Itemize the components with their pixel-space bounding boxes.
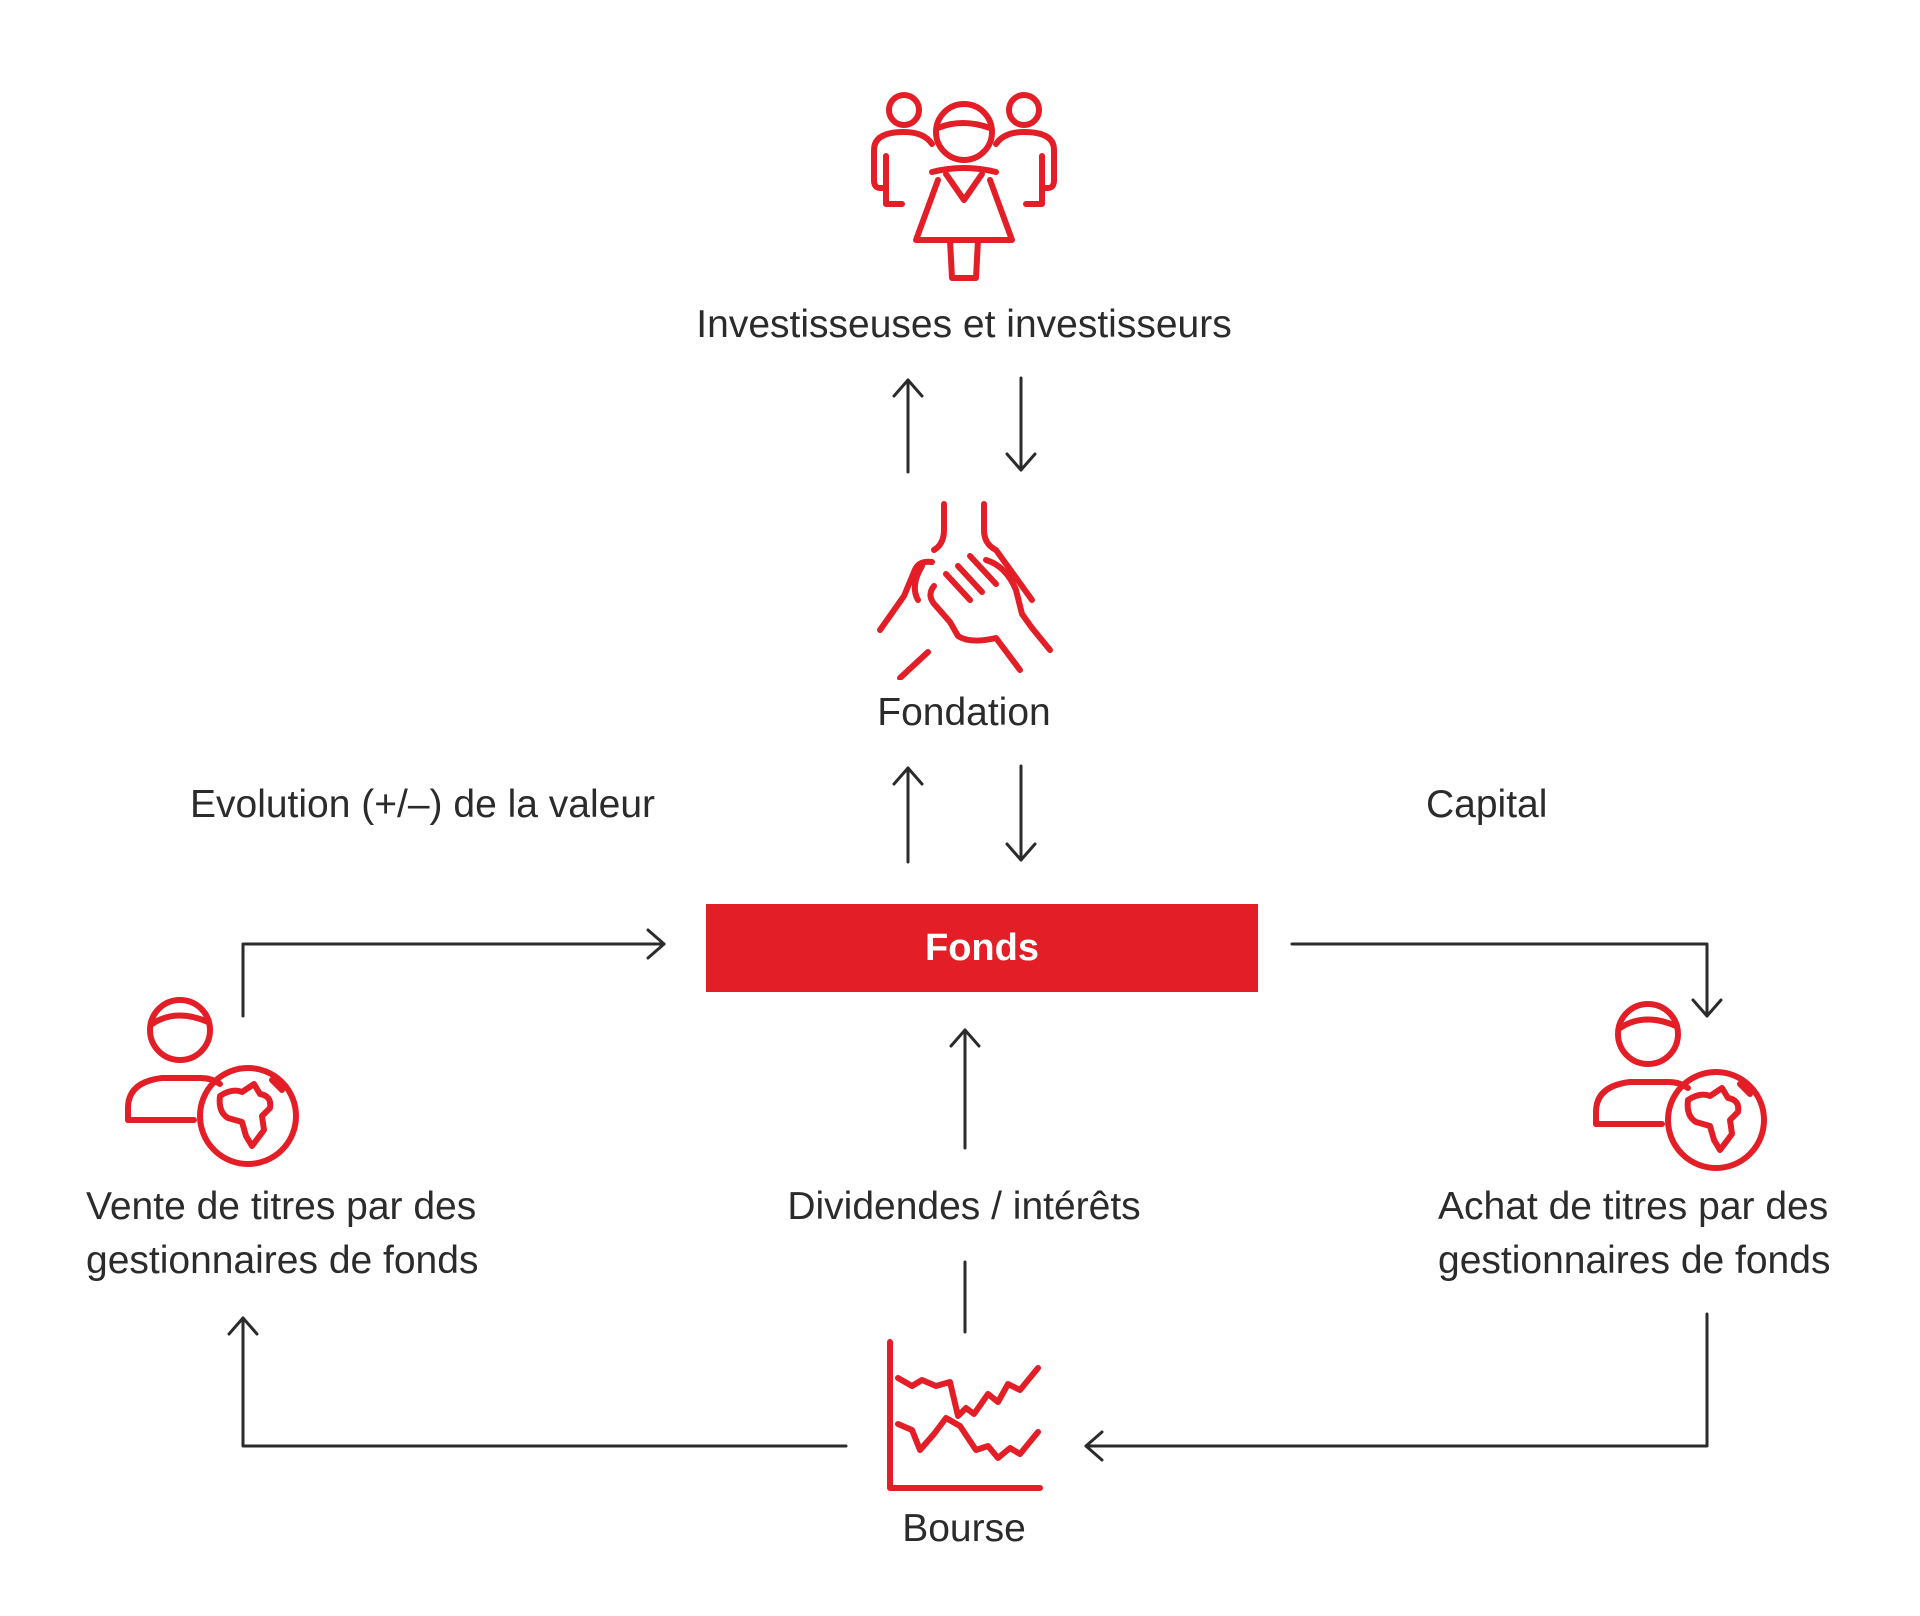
arrow-foundation-to-fund [1005, 764, 1037, 862]
value-change-label: Evolution (+/–) de la valeur [190, 783, 656, 826]
person-globe-icon [125, 997, 299, 1167]
arrow-fund-to-purchase [1290, 942, 1723, 1018]
foundation-label: Fondation [877, 691, 1051, 734]
arrow-investors-to-foundation [1005, 376, 1037, 472]
fund-label: Fonds [925, 926, 1039, 969]
arrow-fund-to-foundation [892, 766, 924, 864]
arrow-sale-to-fund [241, 928, 666, 1018]
arrow-exchange-to-fund [949, 1028, 981, 1334]
fund-box-background [706, 904, 1258, 992]
dividends-label: Dividendes / intérêts [787, 1185, 1141, 1228]
investors-label: Investisseuses et investisseurs [696, 303, 1232, 346]
fund-node: Fonds [706, 904, 1258, 992]
arrow-purchase-to-exchange [1084, 1312, 1709, 1462]
stock-chart-icon [887, 1339, 1043, 1491]
purchase-label-line2: gestionnaires de fonds [1438, 1239, 1831, 1282]
exchange-label: Bourse [902, 1507, 1026, 1550]
capital-label: Capital [1426, 783, 1548, 826]
arrow-exchange-to-sale [227, 1316, 848, 1448]
group-of-people-icon [871, 92, 1057, 281]
sale-label-line2: gestionnaires de fonds [86, 1239, 479, 1282]
joined-hands-icon [877, 501, 1053, 680]
arrow-foundation-to-investors [892, 378, 924, 474]
sale-label-line1: Vente de titres par des [86, 1185, 477, 1228]
purchase-label-line1: Achat de titres par des [1438, 1185, 1829, 1228]
person-globe-icon [1593, 1001, 1767, 1171]
